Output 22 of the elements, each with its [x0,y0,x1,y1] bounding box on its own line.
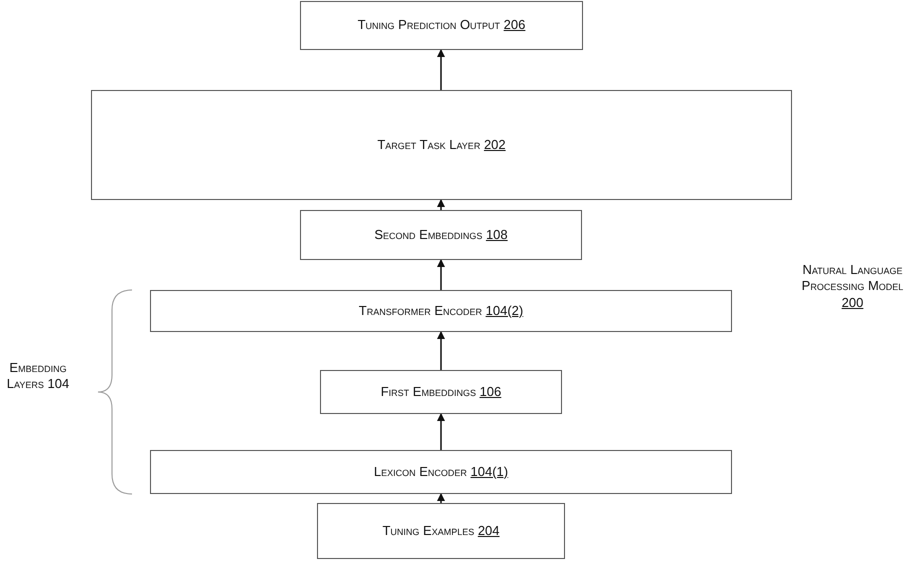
annotation-label: Natural Language Processing Model 200 [800,262,904,311]
arrow [437,199,445,210]
process-box [150,450,732,494]
process-box [300,1,583,50]
arrow [437,493,445,503]
process-box [91,90,792,200]
box-label: Tuning Examples 204 [382,522,500,540]
arrow [437,49,445,90]
process-box [150,290,732,332]
box-label: Tuning Prediction Output 206 [358,17,526,34]
arrow [437,259,445,290]
box-label: Target Task Layer 202 [377,136,506,154]
box-label: First Embeddings 106 [380,384,502,400]
process-box [300,210,582,260]
box-label: Transformer Encoder 104(2) [358,302,524,320]
box-label: Second Embeddings 108 [374,226,508,244]
arrow [437,331,445,370]
process-box [320,370,562,414]
arrow [437,413,445,450]
box-label: Lexicon Encoder 104(1) [374,464,508,480]
process-box [317,503,565,559]
annotation-label: Embedding Layers 104 [6,360,70,392]
